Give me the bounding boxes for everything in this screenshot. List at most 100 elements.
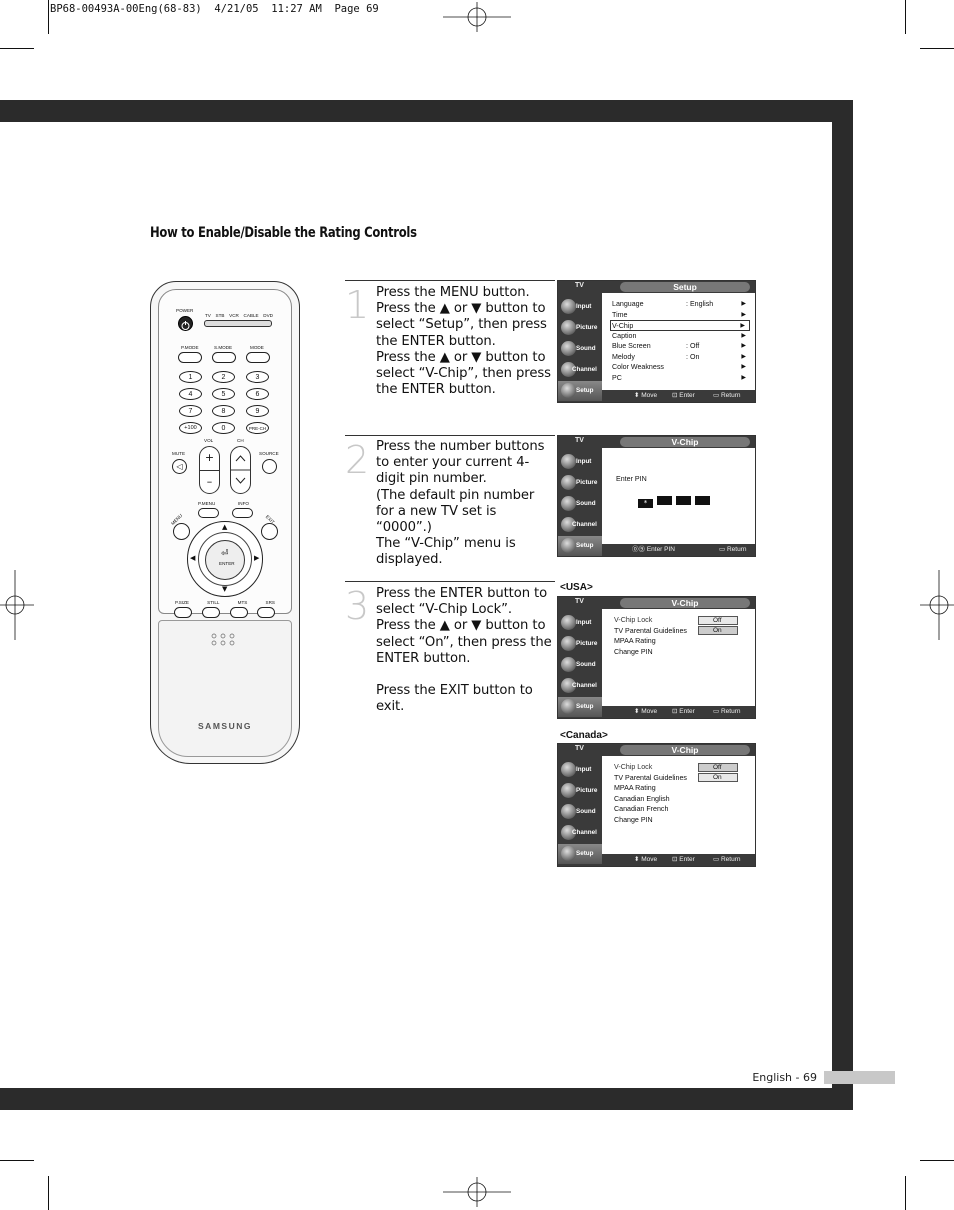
menu-row-time[interactable]: Time▶ xyxy=(612,310,746,319)
power-button[interactable] xyxy=(178,316,193,331)
mpaa-rating-row[interactable]: MPAA Rating xyxy=(614,784,656,792)
canadian-french-row[interactable]: Canadian French xyxy=(614,805,669,813)
smode-button[interactable] xyxy=(212,352,236,363)
enter-key-icon: ⊡ xyxy=(672,392,678,399)
number-button-9[interactable]: 9 xyxy=(246,405,269,417)
sidebar-item-sound[interactable]: Sound xyxy=(558,339,602,359)
mode-label: MODE xyxy=(250,345,264,350)
sidebar-item-setup[interactable]: Setup xyxy=(558,697,602,717)
sidebar-item-picture[interactable]: Picture xyxy=(558,473,602,493)
prech-button[interactable]: PRE-CH xyxy=(246,422,269,434)
arrow-right-icon: ▶ xyxy=(741,343,746,349)
sidebar-item-setup[interactable]: Setup xyxy=(558,844,602,864)
change-pin-row[interactable]: Change PIN xyxy=(614,647,653,656)
pin-input[interactable]: * xyxy=(638,490,714,509)
arrow-right-icon: ▶ xyxy=(741,364,746,370)
nav-down-icon[interactable]: ▼ xyxy=(222,585,228,593)
nav-right-icon[interactable]: ▶ xyxy=(254,554,260,562)
footer-bar xyxy=(824,1071,895,1084)
step-3-number: 3 xyxy=(345,584,370,628)
step-3-rule xyxy=(345,581,555,582)
option-off[interactable]: Off xyxy=(698,763,738,772)
psize-button[interactable] xyxy=(174,607,192,618)
updown-icon: ⬍ xyxy=(634,708,640,715)
input-icon xyxy=(561,615,576,630)
enter-icon: ⏎ xyxy=(221,549,229,559)
sidebar-item-input[interactable]: Input xyxy=(558,613,602,633)
menu-row-melody[interactable]: Melody: On▶ xyxy=(612,352,746,361)
change-pin-row[interactable]: Change PIN xyxy=(614,815,653,824)
option-off[interactable]: Off xyxy=(698,616,738,625)
crop-mark xyxy=(48,0,49,34)
sidebar-item-sound[interactable]: Sound xyxy=(558,802,602,822)
exit-button[interactable] xyxy=(261,523,278,540)
number-button-1[interactable]: 1 xyxy=(179,371,202,383)
info-button[interactable] xyxy=(232,508,253,518)
return-hint: ▭ Return xyxy=(713,392,741,399)
mute-button[interactable]: ◁ xyxy=(172,459,187,474)
sound-icon xyxy=(561,804,576,819)
sidebar-item-input[interactable]: Input xyxy=(558,760,602,780)
number-button-0[interactable]: 0 xyxy=(212,422,235,434)
mode-label-cable: CABLE xyxy=(243,313,259,318)
channel-down-icon[interactable] xyxy=(235,477,246,484)
number-button-2[interactable]: 2 xyxy=(212,371,235,383)
nav-up-icon[interactable]: ▲ xyxy=(222,523,228,531)
number-button-4[interactable]: 4 xyxy=(179,388,202,400)
mode-selector-slider[interactable] xyxy=(204,320,272,327)
sidebar-item-picture[interactable]: Picture xyxy=(558,781,602,801)
channel-up-icon[interactable] xyxy=(235,455,246,462)
pmenu-button[interactable] xyxy=(198,508,219,518)
srs-button[interactable] xyxy=(257,607,275,618)
mode-button[interactable] xyxy=(246,352,270,363)
enter-button[interactable]: ENTER ⏎ xyxy=(205,540,245,580)
sidebar-item-input[interactable]: Input xyxy=(558,452,602,472)
option-on[interactable]: On xyxy=(698,773,738,782)
sidebar-item-channel[interactable]: Channel xyxy=(558,360,602,380)
sidebar-item-channel[interactable]: Channel xyxy=(558,676,602,696)
volume-up-icon[interactable]: + xyxy=(204,451,215,464)
pmode-button[interactable] xyxy=(178,352,202,363)
vchip-lock-row[interactable]: V-Chip Lock xyxy=(614,763,653,771)
menu-row-blue-screen[interactable]: Blue Screen: Off▶ xyxy=(612,342,746,350)
vol-label: VOL xyxy=(204,438,214,443)
menu-row-vchip[interactable]: V-Chip▶ xyxy=(610,320,750,331)
menu-row-language[interactable]: Language: English▶ xyxy=(612,300,746,308)
option-on[interactable]: On xyxy=(698,626,738,635)
menu-row-caption[interactable]: Caption▶ xyxy=(612,331,746,340)
volume-down-icon[interactable]: – xyxy=(200,470,219,493)
canadian-english-row[interactable]: Canadian English xyxy=(614,794,670,803)
mts-button[interactable] xyxy=(230,607,248,618)
sidebar-item-channel[interactable]: Channel xyxy=(558,515,602,535)
menu-row-pc[interactable]: PC▶ xyxy=(612,373,746,382)
number-button-5[interactable]: 5 xyxy=(212,388,235,400)
volume-rocker[interactable]: + – xyxy=(199,446,220,494)
sidebar-item-picture[interactable]: Picture xyxy=(558,318,602,338)
source-button[interactable] xyxy=(262,459,277,474)
number-button-8[interactable]: 8 xyxy=(212,405,235,417)
crop-mark xyxy=(920,1160,954,1161)
tv-parental-guidelines-row[interactable]: TV Parental Guidelines xyxy=(614,626,687,635)
sidebar-item-sound[interactable]: Sound xyxy=(558,494,602,514)
input-icon xyxy=(561,454,576,469)
number-button-7[interactable]: 7 xyxy=(179,405,202,417)
still-button[interactable] xyxy=(202,607,220,618)
menu-button[interactable] xyxy=(173,523,190,540)
number-button-3[interactable]: 3 xyxy=(246,371,269,383)
mpaa-rating-row[interactable]: MPAA Rating xyxy=(614,637,656,645)
sidebar-item-setup[interactable]: Setup xyxy=(558,381,602,401)
number-button-6[interactable]: 6 xyxy=(246,388,269,400)
sidebar-item-input[interactable]: Input xyxy=(558,297,602,317)
plus100-button[interactable]: +100 xyxy=(179,422,202,434)
sidebar-item-setup[interactable]: Setup xyxy=(558,536,602,556)
sidebar-item-picture[interactable]: Picture xyxy=(558,634,602,654)
channel-rocker[interactable] xyxy=(230,446,251,494)
sidebar-item-channel[interactable]: Channel xyxy=(558,823,602,843)
setup-icon xyxy=(561,383,576,398)
nav-left-icon[interactable]: ◀ xyxy=(190,554,196,562)
sidebar-item-sound[interactable]: Sound xyxy=(558,655,602,675)
menu-row-color-weakness[interactable]: Color Weakness▶ xyxy=(612,363,746,371)
tv-parental-guidelines-row[interactable]: TV Parental Guidelines xyxy=(614,773,687,782)
vchip-lock-row[interactable]: V-Chip Lock xyxy=(614,616,653,624)
osd-footer: ⬍ Move ⊡ Enter ▭ Return xyxy=(602,390,755,402)
